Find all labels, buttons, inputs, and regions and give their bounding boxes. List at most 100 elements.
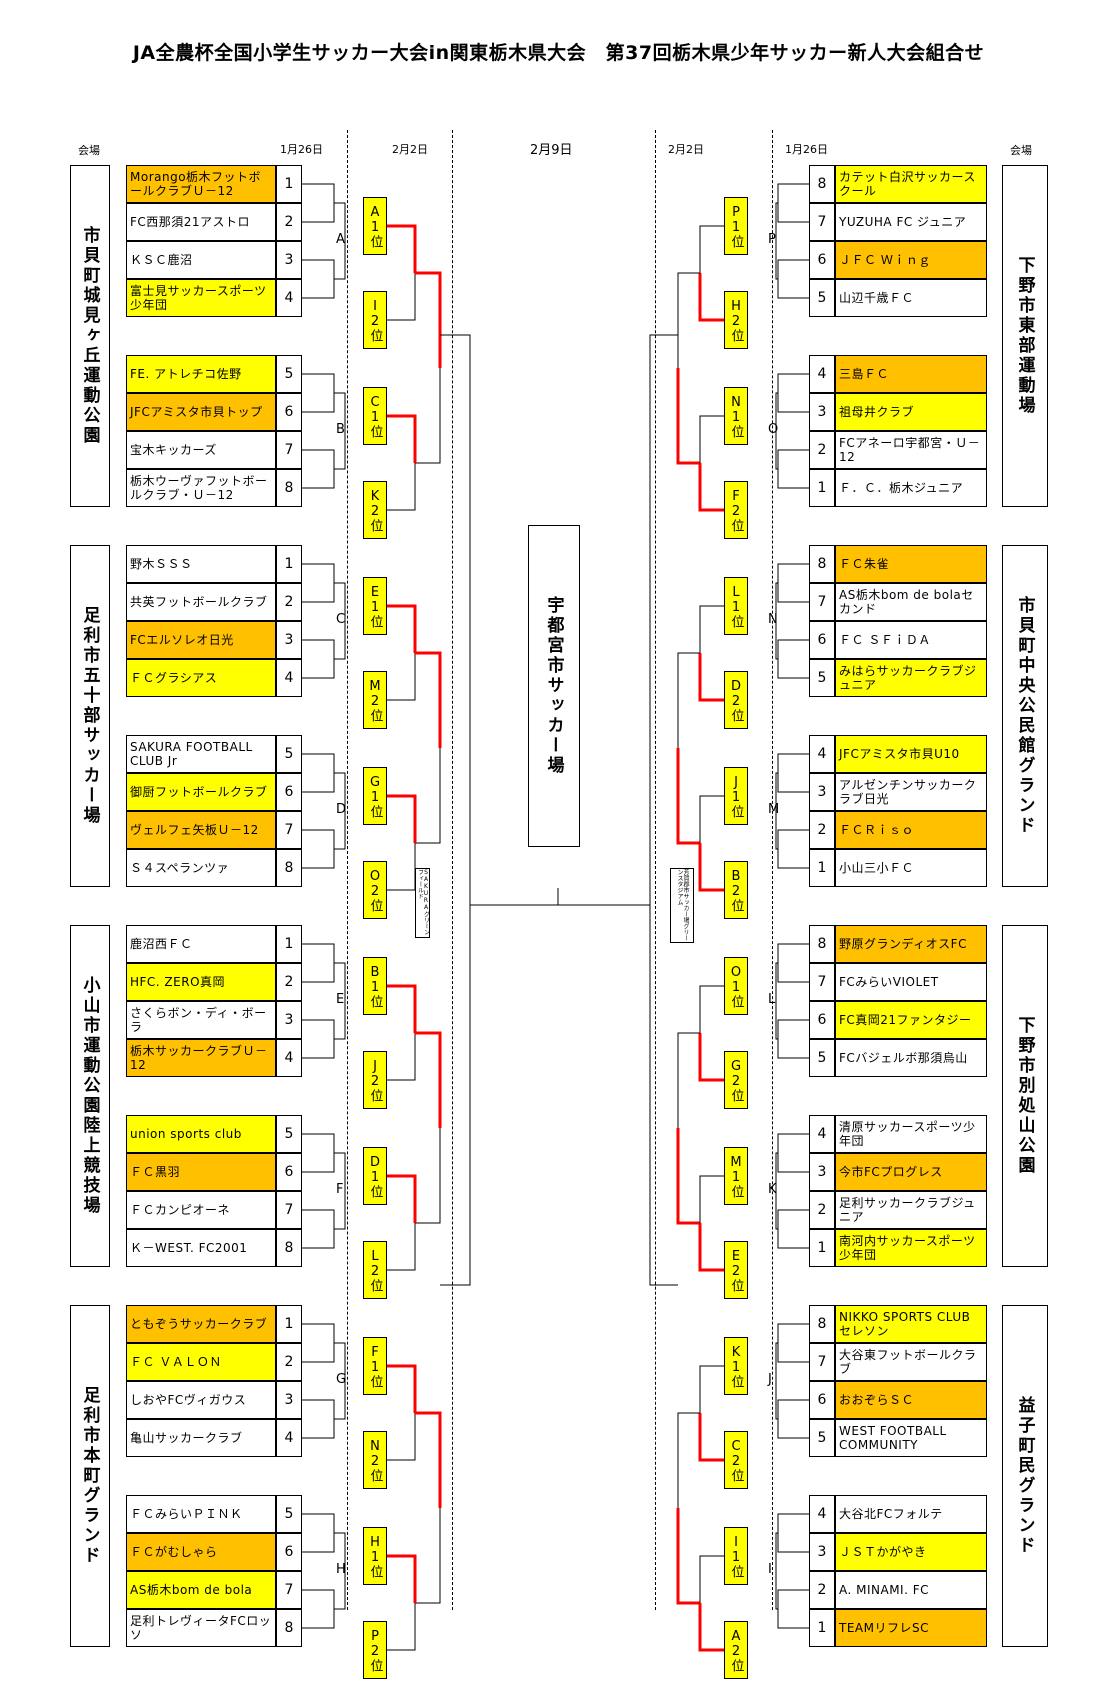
group-label: K bbox=[768, 1182, 777, 1197]
team-name: Ｆ．Ｃ．栃木ジュニア bbox=[839, 480, 964, 495]
team-cell: FCみらいVIOLET bbox=[835, 963, 987, 1001]
seed-label: E1位 bbox=[367, 584, 383, 628]
team-name: A. MINAMI. FC bbox=[839, 1582, 930, 1597]
bracket-line bbox=[334, 1342, 346, 1420]
team-number: 3 bbox=[276, 1001, 302, 1039]
bracket-line bbox=[699, 985, 724, 1033]
seed-box: H2位 bbox=[724, 291, 748, 349]
team-name: 栃木ウーヴァフットボールクラブ・Ｕ－12 bbox=[130, 473, 268, 502]
seed-box: P2位 bbox=[363, 1621, 387, 1679]
team-name: 富士見サッカースポーツ少年団 bbox=[130, 283, 267, 312]
team-name: カテット白沢サッカースクール bbox=[839, 169, 976, 198]
bracket-line bbox=[334, 1152, 346, 1230]
team-cell: 足利トレヴィータFCロッソ bbox=[126, 1609, 276, 1647]
team-cell: ともぞうサッカークラブ bbox=[126, 1305, 276, 1343]
final-venue-box: 宇都宮市サッカー場 bbox=[528, 525, 580, 847]
winner-line bbox=[698, 1413, 724, 1462]
bracket-line bbox=[334, 772, 346, 850]
seed-label: M1位 bbox=[728, 1154, 744, 1198]
seed-label: O2位 bbox=[367, 868, 383, 912]
team-cell: FE. アトレチコ佐野 bbox=[126, 355, 276, 393]
team-name: ＪＦＣ Ｗｉｎｇ bbox=[839, 252, 931, 267]
team-cell: Morango栃木フットボールクラブＵ－12 bbox=[126, 165, 276, 203]
team-cell: ＦＣ黒羽 bbox=[126, 1153, 276, 1191]
seed-label: N1位 bbox=[728, 394, 744, 438]
seed-label: I1位 bbox=[728, 1534, 744, 1578]
group-label: H bbox=[336, 1562, 346, 1577]
seed-label: H2位 bbox=[728, 298, 744, 342]
bracket-line bbox=[777, 373, 809, 413]
venue-box: 下野市東部運動場 bbox=[1002, 165, 1048, 507]
team-name: 三島ＦＣ bbox=[839, 366, 890, 381]
team-number: 4 bbox=[809, 355, 835, 393]
bracket-line bbox=[775, 392, 778, 470]
team-name: FE. アトレチコ佐野 bbox=[130, 366, 242, 381]
team-name: おおぞらＳＣ bbox=[839, 1392, 915, 1407]
team-cell: 山辺千歳ＦＣ bbox=[835, 279, 987, 317]
seed-box: E1位 bbox=[363, 577, 387, 635]
bracket-line bbox=[302, 563, 335, 603]
bracket-line bbox=[677, 272, 700, 368]
team-number: 2 bbox=[809, 811, 835, 849]
team-name: ＦＣＲｉｓｏ bbox=[839, 822, 915, 837]
bracket-line bbox=[334, 962, 346, 1040]
bracket-line bbox=[777, 259, 809, 299]
bracket-line bbox=[775, 1152, 778, 1230]
team-cell: ＦＣＲｉｓｏ bbox=[835, 811, 987, 849]
bracket-line bbox=[777, 1399, 809, 1439]
bracket-line bbox=[302, 1589, 335, 1629]
team-cell: 三島ＦＣ bbox=[835, 355, 987, 393]
team-name: ＦＣ黒羽 bbox=[130, 1164, 181, 1179]
venue-box: 益子町民グランド bbox=[1002, 1305, 1048, 1647]
group-label: G bbox=[336, 1372, 347, 1387]
team-number: 2 bbox=[276, 203, 302, 241]
team-name: 大谷東フットボールクラブ bbox=[839, 1347, 977, 1376]
seed-box: D2位 bbox=[724, 671, 748, 729]
seed-box: I2位 bbox=[363, 291, 387, 349]
team-number: 6 bbox=[809, 621, 835, 659]
team-cell: 祖母井クラブ bbox=[835, 393, 987, 431]
team-name: HFC. ZERO真岡 bbox=[130, 974, 226, 989]
bracket-line bbox=[777, 943, 809, 983]
team-cell: 鹿沼西ＦＣ bbox=[126, 925, 276, 963]
team-cell: 栃木サッカークラブＵ－12 bbox=[126, 1039, 276, 1077]
seed-label: F1位 bbox=[367, 1344, 383, 1388]
bracket-line bbox=[387, 1603, 416, 1651]
bracket-line bbox=[775, 202, 778, 280]
team-cell: ヴェルフェ矢板Ｕ－12 bbox=[126, 811, 276, 849]
seed-box: L2位 bbox=[363, 1241, 387, 1299]
bracket-line bbox=[777, 183, 809, 223]
team-number: 1 bbox=[809, 1609, 835, 1647]
winner-line bbox=[698, 843, 724, 892]
team-cell: みはらサッカークラブジュニア bbox=[835, 659, 987, 697]
seed-box: F1位 bbox=[363, 1337, 387, 1395]
winner-line bbox=[415, 1031, 442, 1128]
bracket-line bbox=[440, 334, 471, 1286]
team-cell: ＦＣカンピオーネ bbox=[126, 1191, 276, 1229]
team-cell: JFCアミスタ市貝U10 bbox=[835, 735, 987, 773]
team-number: 8 bbox=[276, 1229, 302, 1267]
seed-box: G1位 bbox=[363, 767, 387, 825]
winner-line bbox=[387, 224, 417, 273]
team-cell: FC西那須21アストロ bbox=[126, 203, 276, 241]
team-name: YUZUHA FC ジュニア bbox=[839, 214, 967, 229]
bracket-line bbox=[302, 943, 335, 983]
bracket-line bbox=[334, 392, 346, 470]
bracket-line bbox=[777, 563, 809, 603]
seed-box: P1位 bbox=[724, 197, 748, 255]
team-number: 1 bbox=[276, 545, 302, 583]
bracket-line bbox=[302, 373, 335, 413]
seed-box: J2位 bbox=[363, 1051, 387, 1109]
team-cell: ＫＳＣ鹿沼 bbox=[126, 241, 276, 279]
bracket-line bbox=[777, 1133, 809, 1173]
bracket-line bbox=[334, 202, 346, 280]
team-name: 足利サッカークラブジュニア bbox=[839, 1195, 976, 1224]
column-divider bbox=[347, 130, 348, 1610]
team-cell: 今市FCプログレス bbox=[835, 1153, 987, 1191]
seed-label: A1位 bbox=[367, 204, 383, 248]
group-label: M bbox=[768, 802, 780, 817]
team-number: 8 bbox=[276, 849, 302, 887]
seed-label: J1位 bbox=[728, 774, 744, 818]
team-number: 1 bbox=[276, 165, 302, 203]
seed-box: M1位 bbox=[724, 1147, 748, 1205]
